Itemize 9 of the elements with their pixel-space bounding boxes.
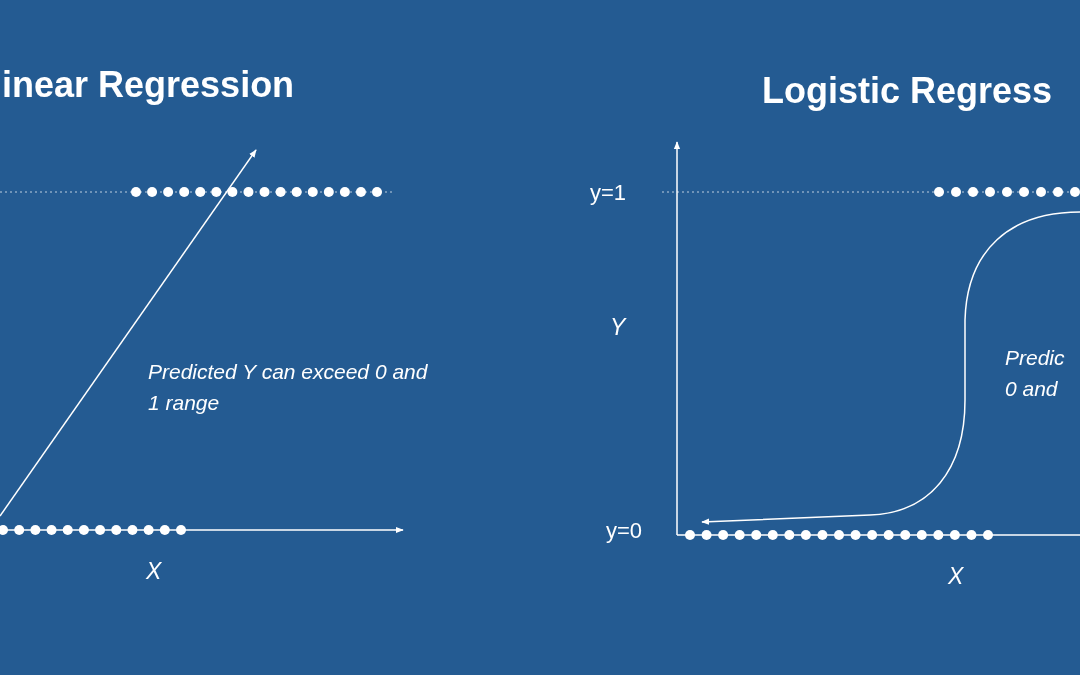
annotation-text: Predicted Y can exceed 0 and 1 range: [148, 359, 429, 416]
axis-label: X: [146, 558, 162, 585]
tick-label: y=0: [606, 518, 643, 544]
tick-label: y=1: [590, 180, 627, 206]
annotation-text: Predic 0 and: [1005, 345, 1066, 402]
axis-label: X: [948, 563, 964, 590]
chart-title: Logistic Regress: [762, 70, 1053, 112]
axis-label: Y: [610, 314, 626, 341]
chart-title: inear Regression: [2, 64, 295, 106]
